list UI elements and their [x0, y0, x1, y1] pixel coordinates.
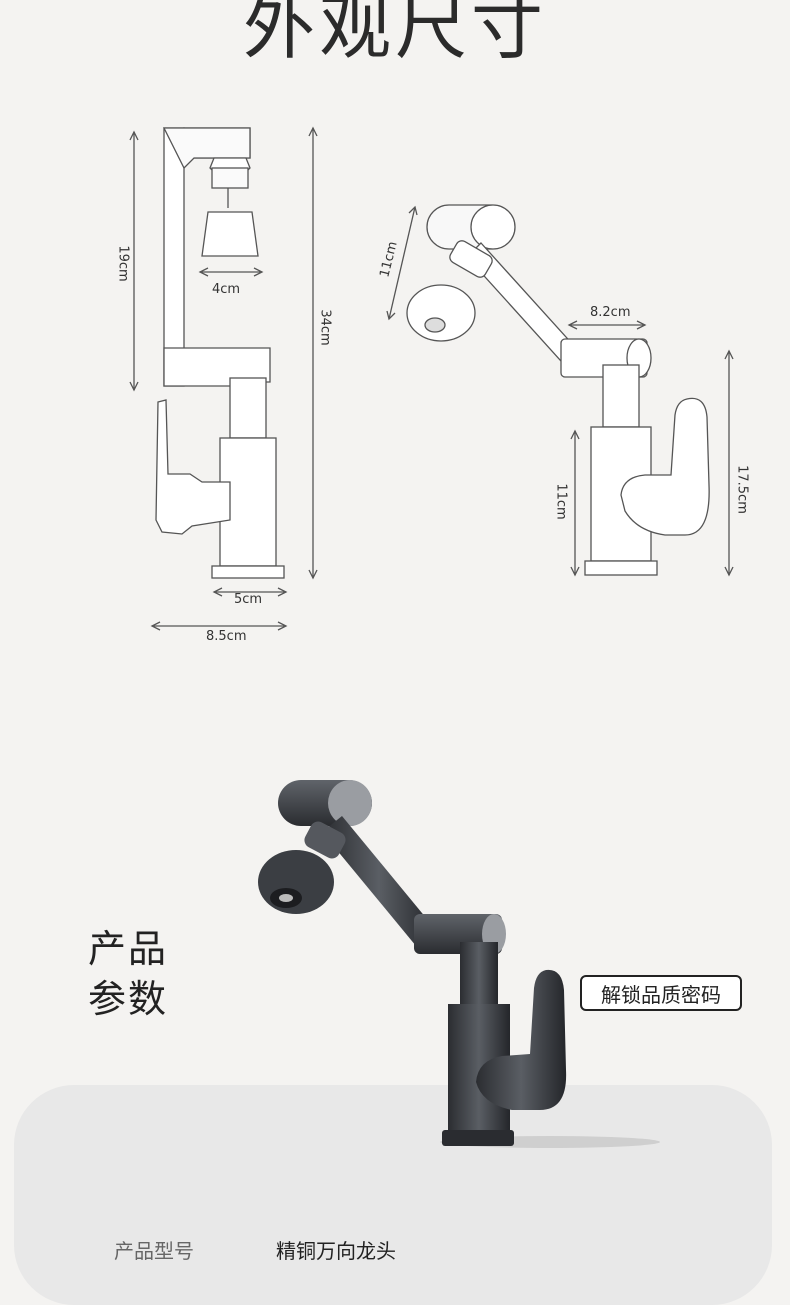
dim-left-total-height: 34cm: [317, 309, 333, 346]
dim-right-body-height: 11cm: [553, 483, 569, 520]
params-heading-line1: 产品: [88, 927, 169, 971]
faucet-product-image: [258, 780, 660, 1148]
params-heading-line2: 参数: [88, 977, 169, 1021]
dim-left-base: 5cm: [234, 592, 263, 607]
dim-left-spout: 4cm: [212, 282, 241, 297]
spec-value-model: 精铜万向龙头: [276, 1239, 396, 1263]
spec-label-model: 产品型号: [114, 1239, 194, 1263]
page-title: 外观尺寸: [242, 0, 547, 69]
faucet-front-drawing: [129, 126, 318, 631]
faucet-side-drawing: [386, 204, 734, 577]
dim-left-top-height: 19cm: [115, 245, 131, 282]
dim-right-total-height: 17.5cm: [734, 465, 750, 514]
dim-left-width: 8.5cm: [206, 629, 247, 644]
unlock-quality-badge[interactable]: 解锁品质密码: [580, 975, 742, 1011]
params-heading: 产品 参数: [88, 924, 168, 1024]
dim-right-reach: 8.2cm: [590, 305, 631, 320]
